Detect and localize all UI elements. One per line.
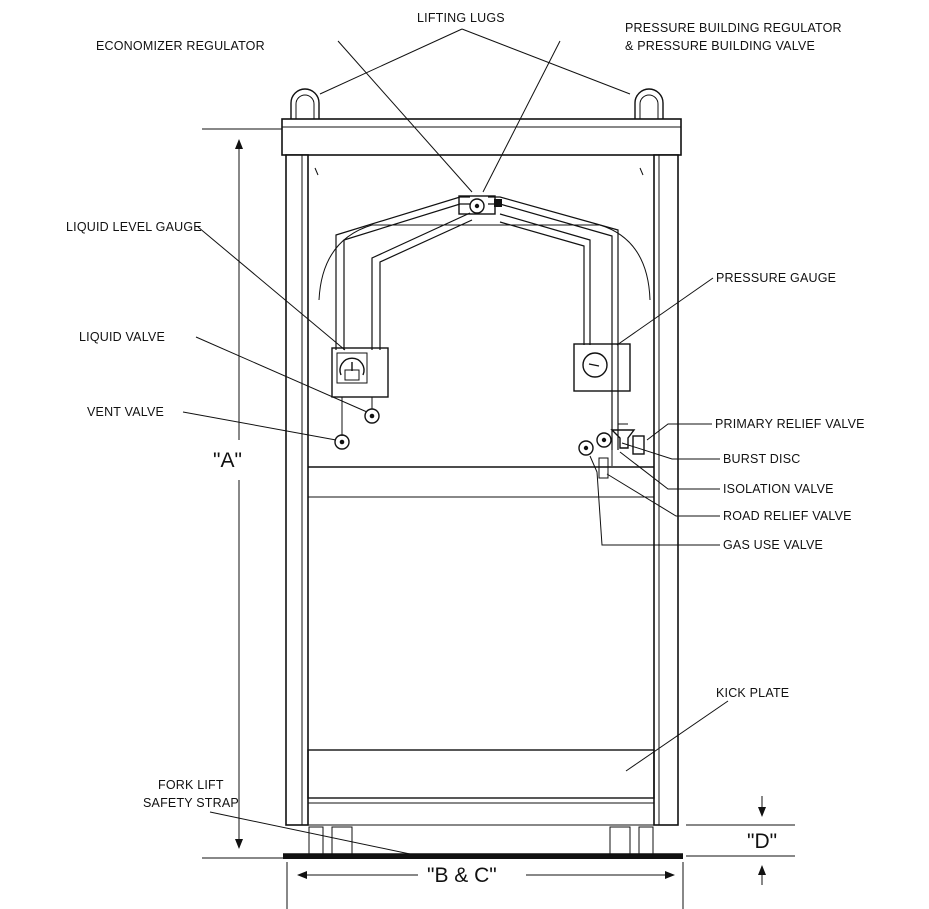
label-road-relief-valve: ROAD RELIEF VALVE: [723, 509, 852, 523]
base-plate: [283, 854, 683, 859]
label-fork-lift-line2: SAFETY STRAP: [143, 796, 239, 810]
label-liquid-valve: LIQUID VALVE: [79, 330, 165, 344]
label-isolation-valve: ISOLATION VALVE: [723, 482, 834, 496]
kick-plate-panel: [307, 749, 655, 799]
piping: [335, 195, 619, 450]
lifting-lug-right: [634, 88, 664, 120]
label-burst-disc: BURST DISC: [723, 452, 800, 466]
label-kick-plate: KICK PLATE: [716, 686, 789, 700]
top-beam: [281, 118, 682, 156]
frame-structure: [281, 88, 683, 859]
lifting-lug-left: [290, 88, 320, 120]
relief-valve-cluster: [578, 423, 645, 479]
label-primary-relief-valve: PRIMARY RELIEF VALVE: [715, 417, 865, 431]
pressure-gauge: [573, 343, 631, 392]
label-economizer-regulator: ECONOMIZER REGULATOR: [96, 39, 265, 53]
label-pressure-building-line2: & PRESSURE BUILDING VALVE: [625, 39, 815, 53]
label-vent-valve: VENT VALVE: [87, 405, 164, 419]
label-fork-lift-line1: FORK LIFT: [158, 778, 224, 792]
label-lifting-lugs: LIFTING LUGS: [417, 11, 505, 25]
dimension-bc-label: "B & C": [427, 864, 497, 887]
label-pressure-building-line1: PRESSURE BUILDING REGULATOR: [625, 21, 842, 35]
liquid-level-gauge: [331, 347, 389, 398]
liquid-valve: [364, 397, 380, 424]
tank-dome: [318, 224, 651, 301]
leader-lines: [182, 28, 729, 855]
right-upright: [653, 154, 679, 826]
label-gas-use-valve: GAS USE VALVE: [723, 538, 823, 552]
left-upright: [285, 154, 309, 826]
label-pressure-gauge: PRESSURE GAUGE: [716, 271, 836, 285]
vent-valve: [334, 397, 350, 450]
label-liquid-level-gauge: LIQUID LEVEL GAUGE: [66, 220, 202, 234]
dimension-lines: [202, 128, 795, 909]
labels: LIFTING LUGS ECONOMIZER REGULATOR PRESSU…: [66, 11, 865, 887]
dimension-d-label: "D": [747, 830, 777, 853]
dimension-a-label: "A": [213, 449, 242, 472]
